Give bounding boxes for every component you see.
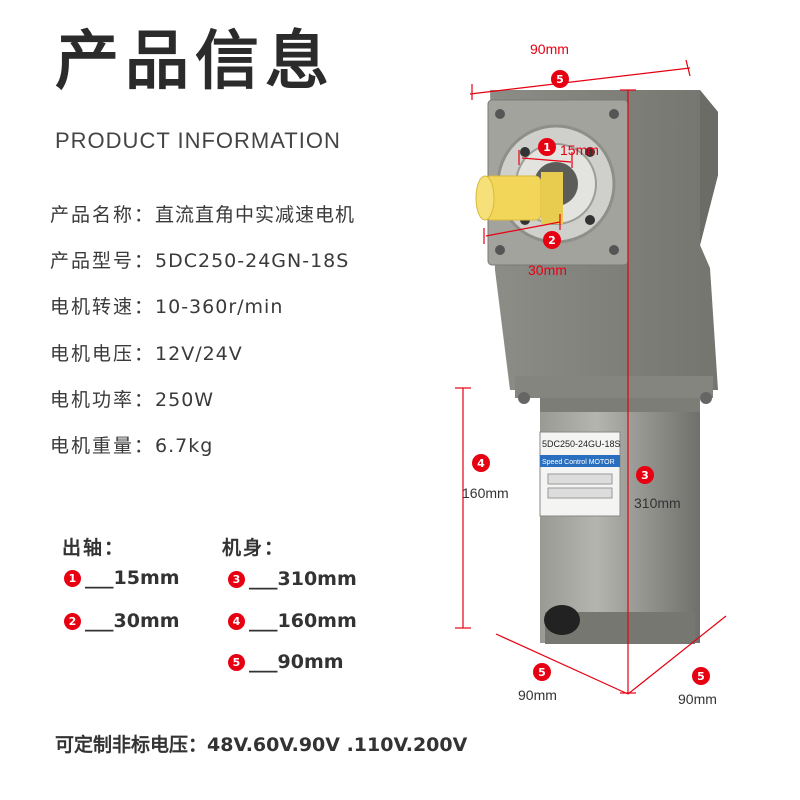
marker-height: 3 [641, 469, 649, 482]
number-badge: 5 [228, 653, 245, 671]
spec-value: 10-360r/min [155, 296, 284, 318]
spec-label: 电机功率： [50, 389, 156, 411]
spec-value: 12V/24V [155, 343, 243, 365]
spec-row-weight: 电机重量：6.7kg [50, 431, 213, 458]
spec-value: 250W [155, 389, 215, 411]
nameplate-brand: Speed Control MOTOR [542, 459, 615, 466]
spec-row-power: 电机功率：250W [50, 385, 214, 412]
spec-label: 电机重量： [50, 435, 156, 457]
dim-value: ___160mm [249, 610, 357, 632]
motor-body: 5DC250-24GU-18S Speed Control MOTOR [539, 398, 700, 644]
spec-label: 电机转速： [50, 296, 156, 318]
label-bottom-right: 90mm [678, 691, 717, 707]
dimension-markers: 5 1 2 3 4 5 5 [472, 70, 710, 685]
label-body: 160mm [462, 485, 509, 501]
marker-bottom-right: 5 [697, 670, 705, 683]
label-shaft-len: 30mm [528, 262, 567, 278]
shaft-dim-1: 1___15mm [64, 567, 180, 589]
page-title: 产品信息 [55, 25, 335, 99]
gearbox [487, 90, 718, 404]
spec-label: 产品名称： [50, 204, 156, 226]
output-shaft [475, 172, 563, 224]
spec-row-model: 产品型号：5DC250-24GN-18S [50, 246, 349, 273]
body-dim-3: 3___310mm [228, 568, 357, 590]
dim-value: ___90mm [249, 651, 344, 673]
spec-row-voltage: 电机电压：12V/24V [50, 339, 243, 366]
marker-body: 4 [477, 457, 485, 470]
spec-label: 电机电压： [50, 343, 156, 365]
marker-shaft-dia: 1 [543, 141, 551, 154]
label-bottom-left: 90mm [518, 687, 557, 703]
marker-bottom-left: 5 [538, 666, 546, 679]
nameplate-model: 5DC250-24GU-18S [542, 439, 621, 449]
number-badge: 3 [228, 570, 245, 588]
dim-value: ___30mm [85, 610, 180, 632]
spec-row-speed: 电机转速：10-360r/min [50, 292, 283, 319]
label-shaft-dia: 15mm [560, 142, 599, 158]
spec-row-name: 产品名称：直流直角中实减速电机 [50, 200, 355, 227]
spec-value: 直流直角中实减速电机 [155, 204, 356, 226]
marker-shaft-len: 2 [548, 234, 556, 247]
number-badge: 1 [64, 569, 81, 587]
spec-label: 产品型号： [50, 250, 156, 272]
body-dim-5: 5___90mm [228, 651, 344, 673]
number-badge: 4 [228, 612, 245, 630]
marker-top: 5 [556, 73, 564, 86]
custom-voltage-note: 可定制非标电压：48V.60V.90V .110V.200V [55, 734, 468, 756]
dimension-lines [455, 59, 727, 695]
dim-value: ___15mm [85, 567, 180, 589]
dim-value: ___310mm [249, 568, 357, 590]
shaft-dim-2: 2___30mm [64, 610, 180, 632]
spec-value: 6.7kg [155, 435, 214, 457]
body-heading: 机身： [222, 537, 286, 559]
page-subtitle: PRODUCT INFORMATION [55, 128, 341, 153]
label-top: 90mm [530, 41, 569, 57]
number-badge: 2 [64, 612, 81, 630]
body-dim-4: 4___160mm [228, 610, 357, 632]
label-height: 310mm [634, 495, 681, 511]
spec-value: 5DC250-24GN-18S [155, 250, 350, 272]
shaft-heading: 出轴： [62, 537, 126, 559]
